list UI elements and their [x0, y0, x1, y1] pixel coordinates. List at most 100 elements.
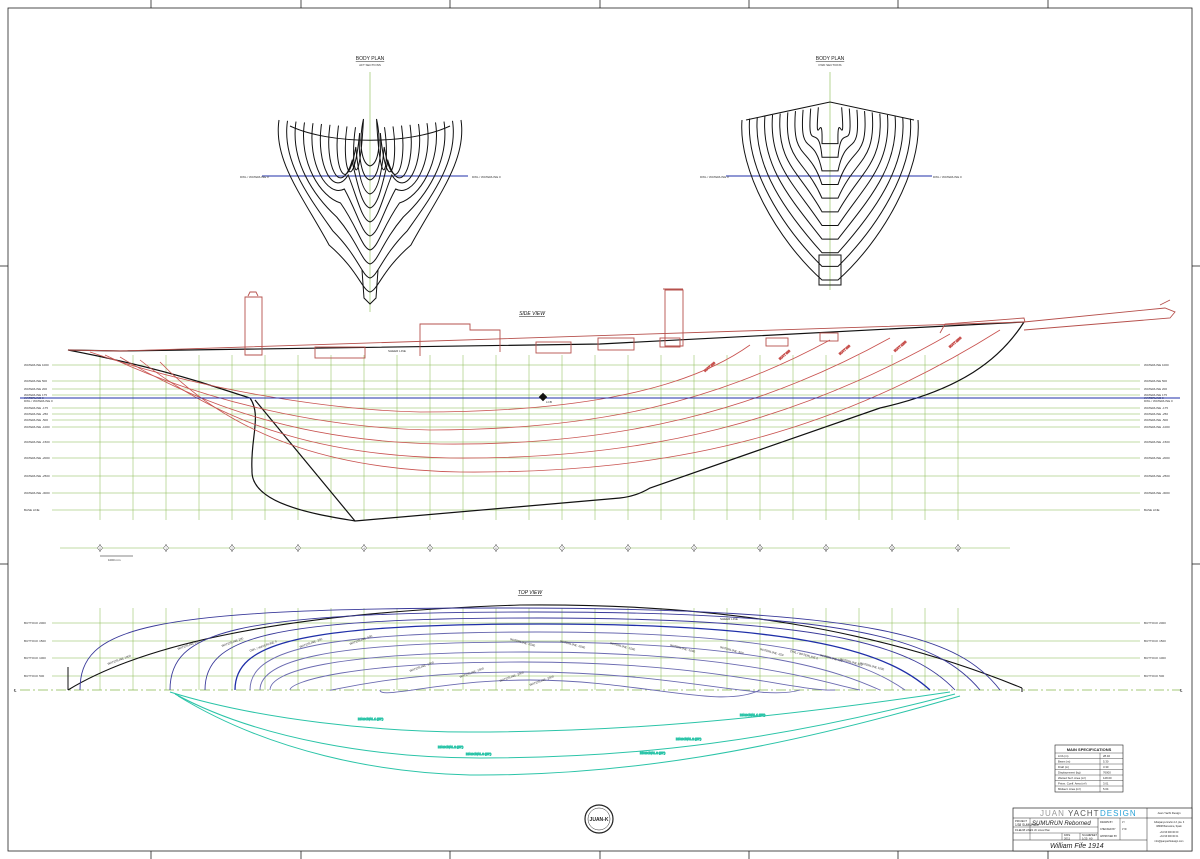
- side-waterline-label-left: WATERLINE -3000: [24, 491, 50, 495]
- side-waterline-label-right: WATERLINE -1000: [1144, 425, 1170, 429]
- side-waterline-label-right: WATERLINE -3000: [1144, 491, 1170, 495]
- body-plan-fwd: BODY PLAN FWD SECTIONS DWL / WATERLINE 0…: [700, 56, 962, 290]
- side-buttock-label: BUTT 1200: [893, 340, 908, 353]
- side-waterline-label-left: WATERLINE -1500: [24, 440, 50, 444]
- spec-row-value: 5.30: [1103, 760, 1109, 764]
- aft-section-curve: [319, 123, 421, 223]
- ruler-station-marker: [97, 545, 103, 551]
- file-value: 1/38 LINES JK Lines Plan: [1020, 828, 1050, 832]
- checked-label: CHECKED BY: [1100, 828, 1116, 831]
- plan-waterline-curve: [79, 607, 1001, 691]
- brand-design: DESIGN: [1100, 809, 1137, 818]
- body-plan-aft: BODY PLAN AFT SECTIONS DWL / WATERLINE 0…: [240, 56, 501, 312]
- aft-section-curve: [294, 121, 446, 265]
- side-waterline-label-left: BASE LINE: [24, 508, 40, 512]
- side-waterline-label-left: WATERLINE -500: [24, 418, 48, 422]
- aft-dwl-label-right: DWL / WATERLINE 0: [472, 175, 501, 179]
- phone: +34 93 000 00 00: [1160, 831, 1179, 834]
- side-waterline-label-left: WATERLINE -250: [24, 412, 48, 416]
- brand-juan: JUAN: [1040, 809, 1065, 818]
- fwd-section-curve: [741, 119, 919, 281]
- lcb-marker: LCB: [538, 392, 552, 404]
- plan-waterline-curve: [259, 641, 881, 691]
- side-buttock-line: [139, 333, 951, 459]
- body-plan-fwd-subtitle: FWD SECTIONS: [819, 63, 842, 67]
- fwd-section-curve: [816, 107, 844, 145]
- top-buttock-label-right: BUTTOCK 2000: [1144, 621, 1166, 625]
- ruler-station-number: 2: [231, 547, 233, 550]
- side-buttock-line: [159, 329, 1001, 473]
- ruler-station-number: 12: [891, 547, 894, 550]
- spec-row-label: Wetted Surf. Area (m²): [1058, 776, 1086, 780]
- diagonal-curve: [169, 691, 951, 733]
- side-waterline-label-right: WATERLINE -1500: [1144, 440, 1170, 444]
- side-buttock-line: [104, 339, 831, 431]
- side-waterline-label-left: WATERLINE 1000: [24, 363, 49, 367]
- designer-credit: William Fife 1914: [1050, 843, 1104, 850]
- side-waterline-label-right: WATERLINE -250: [1144, 412, 1168, 416]
- top-buttock-label-right: BUTTOCK 1000: [1144, 656, 1166, 660]
- hull-profile: [67, 321, 1026, 522]
- plan-waterline-label-aft: WATERLINE 1000: [107, 654, 132, 666]
- side-buttock-label: BUTT 300: [703, 361, 716, 373]
- specs-title: MAIN SPECIFICATIONS: [1067, 747, 1112, 752]
- side-view-title: SIDE VIEW: [519, 311, 546, 317]
- plan-waterline-label-fwd: WATERLINE -1500: [610, 641, 636, 652]
- spec-row-label: Prism. Coeff. Area (m²): [1058, 782, 1087, 786]
- plan-waterline-label-aft: WATERLINE 500: [177, 639, 200, 651]
- side-waterline-label-left: WATERLINE -2000: [24, 456, 50, 460]
- fwd-section-curve: [801, 109, 859, 172]
- ruler-station-marker: [229, 545, 235, 551]
- top-buttock-label-right: BUTTOCK 500: [1144, 674, 1164, 678]
- centerline-symbol-left: ℄: [13, 688, 17, 693]
- ruler-station-marker: [625, 545, 631, 551]
- side-buttock-label: BUTT 600: [778, 349, 791, 361]
- ruler-station-marker: [361, 545, 367, 551]
- email: info@juanyachtdesign.com: [1155, 840, 1184, 843]
- side-waterline-label-right: WATERLINE -2000: [1144, 456, 1170, 460]
- ruler-station-number: 13: [957, 547, 960, 550]
- side-waterline-label-left: WATERLINE -2500: [24, 474, 50, 478]
- ruler-station-marker: [295, 545, 301, 551]
- fwd-dwl-label-right: DWL / WATERLINE 0: [933, 175, 962, 179]
- lcb-label: LCB: [546, 400, 552, 404]
- title-block: JUAN YACHT DESIGN PROJECT 1/38 SUMURUN S…: [1012, 807, 1193, 852]
- diagonal-label-aft: DIAGONAL 2 (45°): [438, 745, 463, 749]
- side-waterline-label-left: WATERLINE -175: [24, 406, 48, 410]
- fwd-section-curve: [794, 111, 866, 186]
- side-waterline-label-left: DWL / WATERLINE 0: [24, 399, 53, 403]
- ruler-station-number: 0: [99, 547, 101, 550]
- side-station-lines: [99, 355, 959, 520]
- drawing-title: SUMURUN Reborned: [1032, 821, 1091, 827]
- fwd-dwl-label-left: DWL / WATERLINE 0: [700, 175, 729, 179]
- ruler-station-marker: [163, 545, 169, 551]
- address-line-1: C/Espanya Grefon 13, pta. 3: [1154, 821, 1185, 824]
- body-plan-fwd-title: BODY PLAN: [816, 56, 845, 62]
- spec-row-value: 3.01: [1103, 782, 1109, 786]
- plan-waterline-label-aft: WATERLINE 200: [221, 636, 244, 648]
- fwd-section-curve: [786, 112, 874, 199]
- spec-row-label: Beam (m): [1058, 760, 1070, 764]
- fwd-keel-block: [818, 254, 842, 286]
- diagonal-curve: [177, 695, 961, 776]
- fwd-deck-line: [745, 101, 915, 121]
- body-plan-aft-title: BODY PLAN: [356, 56, 385, 62]
- fwd-section-curve: [764, 116, 896, 240]
- side-waterline-label-left: WATERLINE 175: [24, 393, 47, 397]
- juan-k-logo: JUAN-K: [584, 804, 614, 834]
- plan-waterline-label-fwd: WATERLINE 1000: [860, 661, 885, 671]
- spec-row-label: LOA (m): [1058, 754, 1068, 758]
- file-label: FILE: [1015, 828, 1021, 832]
- diagonal-label-aft: DIAGONAL 1 (45°): [358, 717, 383, 721]
- project-label: PROJECT: [1015, 819, 1028, 823]
- spec-row-label: Displacement (kg): [1058, 771, 1081, 775]
- ruler-station-marker: [559, 545, 565, 551]
- deck-outline-plan: [67, 604, 1023, 691]
- diagonal-curves: DIAGONAL 1 (45°)DIAGONAL 1 (45°)DIAGONAL…: [169, 691, 961, 776]
- ruler-station-marker: [427, 545, 433, 551]
